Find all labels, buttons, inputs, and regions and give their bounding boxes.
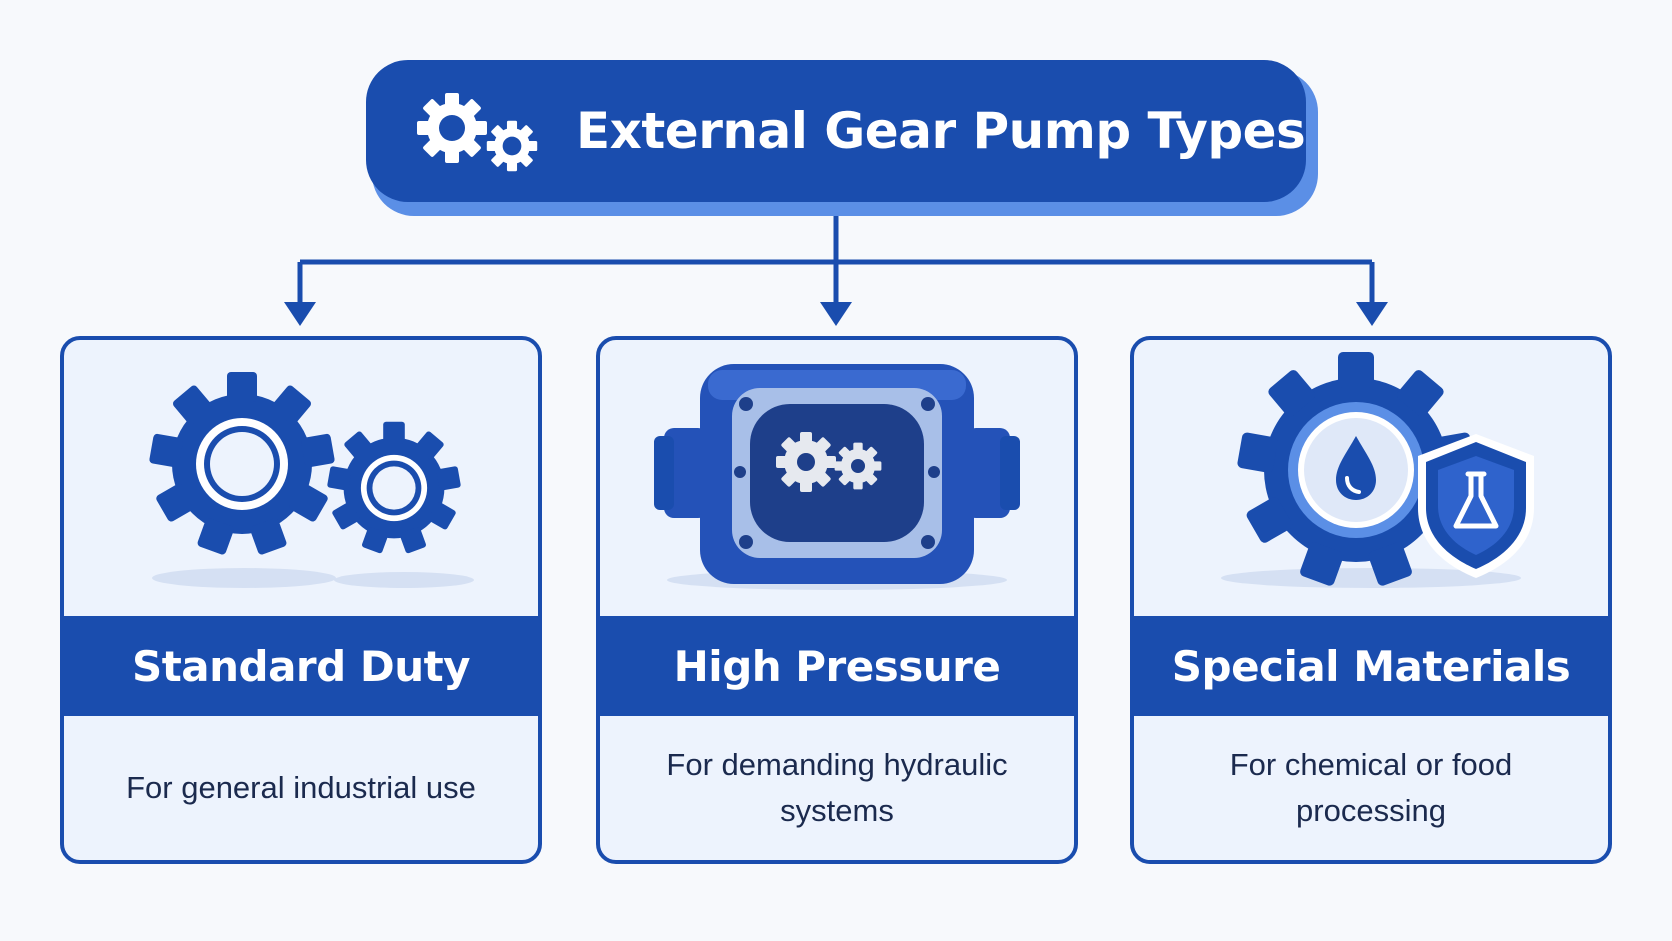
pump-housing-icon (654, 364, 1020, 590)
gears-icon (417, 93, 538, 172)
twin-gears-icon (148, 372, 474, 588)
card-high-pressure: High Pressure For demanding hydraulic sy… (596, 336, 1078, 864)
page-title: External Gear Pump Types (576, 102, 1306, 160)
type-description: For chemical or food processing (1229, 747, 1513, 828)
type-name: Special Materials (1134, 616, 1608, 716)
card-special-materials: Special Materials For chemical or food p… (1130, 336, 1612, 864)
gear-drop-shield-icon (1221, 352, 1534, 588)
arrow-head-left (284, 302, 316, 326)
title-banner: External Gear Pump Types (366, 60, 1306, 202)
type-name: High Pressure (600, 616, 1074, 716)
arrow-head-center (820, 302, 852, 326)
card-standard-duty: Standard Duty For general industrial use (60, 336, 542, 864)
type-description: For general industrial use (126, 770, 476, 805)
arrow-head-right (1356, 302, 1388, 326)
type-description: For demanding hydraulic systems (666, 747, 1008, 828)
type-name: Standard Duty (64, 616, 538, 716)
